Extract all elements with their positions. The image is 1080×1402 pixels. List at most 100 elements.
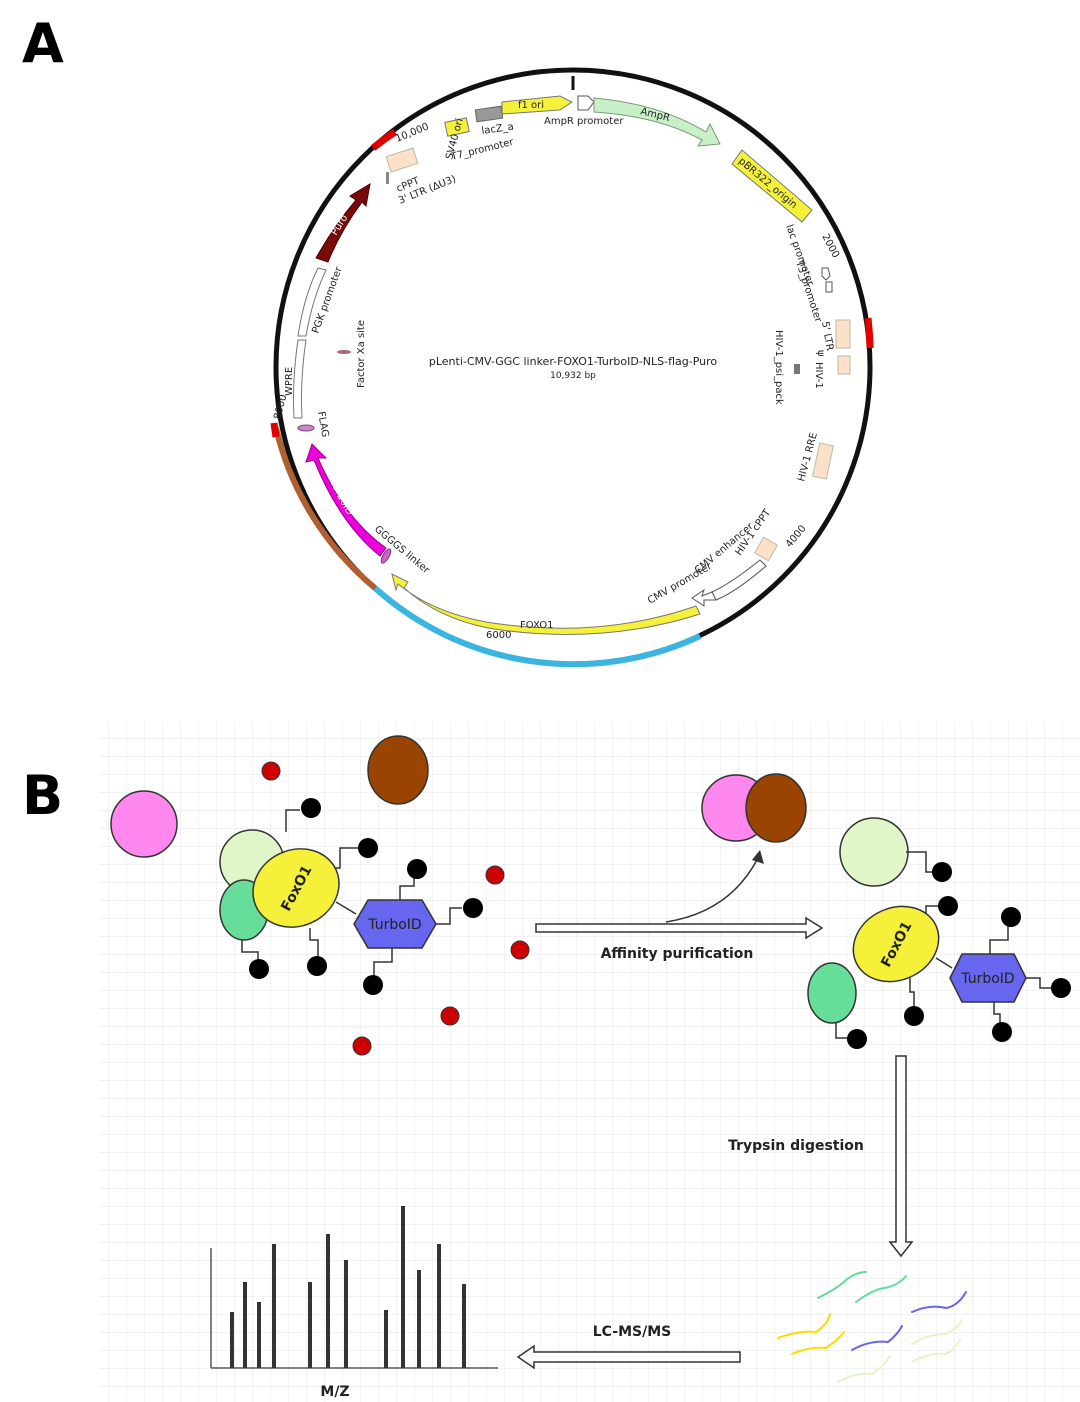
factor-xa-label: Factor Xa site [356,320,367,388]
right-complex: FoxO1 TurboID [807,817,1071,1049]
puro-feature [315,183,371,263]
flag-label: FLAG [315,411,330,438]
peptide [837,1355,891,1383]
peptide [911,1291,967,1313]
red-mark-top [370,129,397,151]
ltr5-label: 5' LTR [819,321,835,352]
foxo1-label: FOXO1 [520,620,553,631]
turboid-text: TurboID [367,917,421,933]
tick-4000: 4000 [784,523,809,550]
flag-feature [297,424,315,432]
biotin-dot [307,956,327,976]
red-mark-left [270,422,280,438]
affinity-arrow [535,916,824,940]
foxo1-protein [252,848,340,928]
cmv-enhancer-feature [711,559,767,601]
cppt-feature [386,172,389,184]
red-dot [352,1036,372,1056]
red-dot [510,940,530,960]
psi-pack-feature [794,364,800,374]
workflow-diagram: FoxO1 TurboID Affinity purification [110,735,1071,1400]
foxo1-protein [852,905,940,983]
ltr3-feature [385,147,419,173]
gggs-feature [380,548,392,564]
lcms-label: LC-MS/MS [593,1324,671,1340]
ltr5-feature [835,319,851,349]
spectrum-peaks [230,1206,466,1368]
red-dot [261,761,281,781]
t3-promoter-feature [825,281,833,293]
light-green-protein [839,817,909,887]
release-curve [665,857,759,923]
peptide [777,1313,831,1339]
trypsin-arrow [888,1055,914,1258]
ampr-promoter-feature [577,95,595,111]
left-complex: FoxO1 TurboID [219,798,483,995]
trypsin-label: Trypsin digestion [728,1138,864,1154]
peptide [911,1339,961,1363]
affinity-label: Affinity purification [601,946,754,962]
plasmid-size: 10,932 bp [550,371,596,381]
biotin-dot [932,862,952,882]
peptides [777,1271,967,1383]
peptide [911,1319,963,1345]
wpre-feature [293,339,307,419]
lacz-label: lacZ_a [481,122,515,137]
panel-b-label: B [22,764,63,827]
red-dot [485,865,505,885]
foxo1-feature [391,573,701,635]
mass-spectrum: M/Z [210,1206,498,1400]
turboid-text-right: TurboID [960,971,1014,987]
peptide [855,1275,907,1303]
lacz-feature [474,105,504,123]
hiv-cppt-feature [753,536,779,562]
biotin-dot [847,1029,867,1049]
foxo1-backbone-arc [372,585,702,668]
f1-ori-label: f1 ori [518,100,544,111]
biotin-dot [463,898,483,918]
red-dot [440,1006,460,1026]
panel-a-label: A [22,12,64,75]
ampr-promoter-label: AmpR promoter [544,116,624,127]
biotin-dot [904,1006,924,1026]
biotin-dot [407,859,427,879]
factor-xa-feature [337,350,351,354]
turboid-feature [305,443,387,557]
psi-label: ψ [815,350,826,357]
cmv-promoter-feature [691,588,717,607]
pbr322-feature [731,149,813,223]
teal-protein [807,962,857,1024]
lac-promoter-feature [821,267,831,281]
pink-protein [110,790,178,858]
biotin-dot [992,1022,1012,1042]
ampr-feature [593,97,721,147]
hiv-psi-feature [837,355,851,375]
pgk-feature [297,267,327,337]
plasmid-map: 2000 4000 6000 8000 10,000 f1 ori lacZ_a… [270,67,874,668]
release-arrowhead [752,850,764,864]
plasmid-name: pLenti-CMV-GGC linker-FOXO1-TurboID-NLS-… [429,355,718,368]
tick-6000: 6000 [486,630,511,641]
biotin-dot [363,975,383,995]
biotin-dot [249,959,269,979]
biotin-dot [301,798,321,818]
peptide [851,1325,903,1351]
biotin-dot [1051,978,1071,998]
wpre-label: WPRE [284,367,295,396]
tick-8000: 8000 [272,393,289,420]
biotin-dot [938,896,958,916]
mz-label: M/Z [320,1384,349,1400]
biotin-dot [1001,907,1021,927]
sv40-feature [444,117,470,137]
psi-pack-label: HIV-1_psi_pack [773,330,784,405]
hiv-label: HIV-1 [813,362,824,389]
peptide [791,1331,845,1355]
peptide [817,1271,867,1299]
biotin-dot [358,838,378,858]
red-mark-right [864,317,874,349]
rre-feature [812,442,834,480]
turboid-backbone-arc [273,427,377,591]
brown-protein [367,735,429,805]
lcms-arrow [516,1344,741,1370]
